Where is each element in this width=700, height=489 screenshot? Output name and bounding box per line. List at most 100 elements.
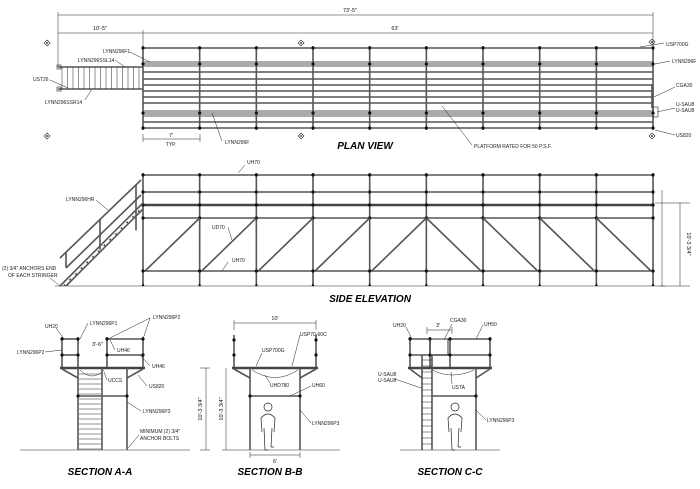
person-head bbox=[263, 402, 273, 412]
joint-node bbox=[60, 337, 64, 341]
joint-node bbox=[105, 353, 109, 357]
platform-length-dim: 63' bbox=[391, 26, 398, 32]
joint-node bbox=[46, 135, 48, 137]
section-b-width-dim: 10' bbox=[271, 316, 278, 322]
stair-tread bbox=[137, 209, 140, 212]
leader-lines bbox=[49, 42, 676, 146]
joint-node bbox=[368, 46, 372, 50]
joint-node bbox=[594, 111, 598, 115]
base-plate bbox=[594, 283, 598, 286]
joint-node bbox=[125, 394, 129, 398]
joint-node bbox=[538, 269, 542, 273]
joint-node bbox=[141, 353, 145, 357]
section-c-width-dim: 3' bbox=[436, 323, 440, 329]
plan-dimension-lines bbox=[57, 12, 654, 142]
deck-bracket bbox=[251, 369, 299, 378]
joint-node bbox=[254, 46, 258, 50]
joint-node bbox=[538, 111, 542, 115]
section-b-leg-dim: 6' bbox=[273, 459, 277, 465]
centerline-marker-icon bbox=[43, 39, 51, 47]
joint-node bbox=[198, 269, 202, 273]
label-anchor-line1: MINIMUM (2) 3/4" bbox=[140, 429, 180, 435]
joint-node bbox=[481, 173, 485, 177]
label-usta: USTA bbox=[452, 385, 466, 391]
label-cga30: CGA30 bbox=[676, 83, 693, 89]
joint-node bbox=[448, 337, 452, 341]
joint-node bbox=[141, 126, 145, 130]
label-u-sau8-1: U-SAU8 bbox=[676, 102, 695, 108]
joint-node bbox=[141, 216, 145, 220]
label-uh50: UH50 bbox=[484, 322, 497, 328]
person-figure bbox=[260, 413, 276, 451]
stair-tread bbox=[114, 232, 117, 235]
joint-node bbox=[198, 173, 202, 177]
label-lynn296f-right: LYNN296F bbox=[672, 59, 696, 65]
base-plate bbox=[424, 283, 428, 286]
stair-tread bbox=[125, 221, 128, 224]
joint-node bbox=[311, 62, 315, 66]
joint-node bbox=[488, 337, 492, 341]
joint-node bbox=[594, 203, 598, 207]
section-b-geometry bbox=[222, 335, 340, 451]
joint-node bbox=[254, 269, 258, 273]
section-a-geometry bbox=[20, 337, 190, 451]
label-uh70-top: UH70 bbox=[247, 160, 260, 166]
joint-node bbox=[311, 46, 315, 50]
label-u-sau8-2: U-SAU8 bbox=[378, 378, 397, 384]
pipe bbox=[61, 368, 79, 379]
joint-node bbox=[651, 135, 653, 137]
joint-node bbox=[141, 46, 145, 50]
stair-stringer bbox=[59, 202, 144, 287]
safety-gate bbox=[429, 338, 449, 356]
diagonal-brace bbox=[482, 217, 539, 272]
diagonal-brace bbox=[201, 217, 257, 272]
pipe bbox=[409, 368, 423, 379]
joint-node bbox=[368, 269, 372, 273]
stair-length-dim: 10'-5" bbox=[93, 26, 107, 32]
joint-node bbox=[368, 111, 372, 115]
leader-lines bbox=[394, 323, 487, 421]
joint-node bbox=[408, 353, 412, 357]
label-uh60: UH60 bbox=[312, 383, 325, 389]
label-anchors-line2: OF EACH STRINGER bbox=[8, 273, 58, 279]
deck-bracket bbox=[431, 369, 475, 376]
section-a-height-dim: 10'-3 3/4" bbox=[198, 397, 204, 420]
label-uh70-bottom: UH70 bbox=[232, 258, 245, 264]
joint-node bbox=[594, 173, 598, 177]
joint-node bbox=[594, 62, 598, 66]
stair-stringer bbox=[65, 208, 144, 287]
label-lynn296ssr14: LYNN296SSR14 bbox=[45, 100, 82, 106]
section-a-a: 3'-6" 10'-3 3/4" UH20 LYNN296P1 LYNN296P… bbox=[17, 315, 210, 478]
plan-geometry bbox=[43, 38, 659, 140]
label-anchor-line2: ANCHOR BOLTS bbox=[140, 436, 180, 442]
pipe bbox=[299, 368, 317, 379]
joint-node bbox=[651, 190, 655, 194]
elevation-height-dim: 10'-3 3/4" bbox=[685, 232, 691, 255]
label-ud70: UD70 bbox=[212, 225, 225, 231]
joint-node bbox=[651, 126, 655, 130]
joint-node bbox=[481, 203, 485, 207]
joint-node bbox=[300, 42, 302, 44]
centerline-marker-icon bbox=[43, 132, 51, 140]
label-usp700g: USP700G bbox=[262, 348, 285, 354]
joint-node bbox=[76, 394, 80, 398]
grating-band bbox=[143, 61, 653, 67]
label-u-sau8-1: U-SAU8 bbox=[378, 372, 397, 378]
label-us820: US820 bbox=[149, 384, 165, 390]
section-b-title: SECTION B-B bbox=[238, 467, 303, 478]
joint-node bbox=[651, 173, 655, 177]
stair-tread bbox=[85, 261, 88, 264]
joint-node bbox=[368, 62, 372, 66]
stair-tread bbox=[63, 284, 65, 286]
stair-tread bbox=[97, 249, 100, 252]
joint-node bbox=[424, 62, 428, 66]
joint-node bbox=[198, 203, 202, 207]
stair-tread bbox=[120, 226, 123, 229]
label-lynn296p1: LYNN296P1 bbox=[90, 321, 118, 327]
section-c-geometry bbox=[400, 337, 500, 451]
joint-node bbox=[311, 126, 315, 130]
joint-node bbox=[651, 46, 655, 50]
joint-node bbox=[424, 190, 428, 194]
label-ust26: UST26 bbox=[33, 77, 49, 83]
diagonal-brace bbox=[595, 217, 652, 272]
